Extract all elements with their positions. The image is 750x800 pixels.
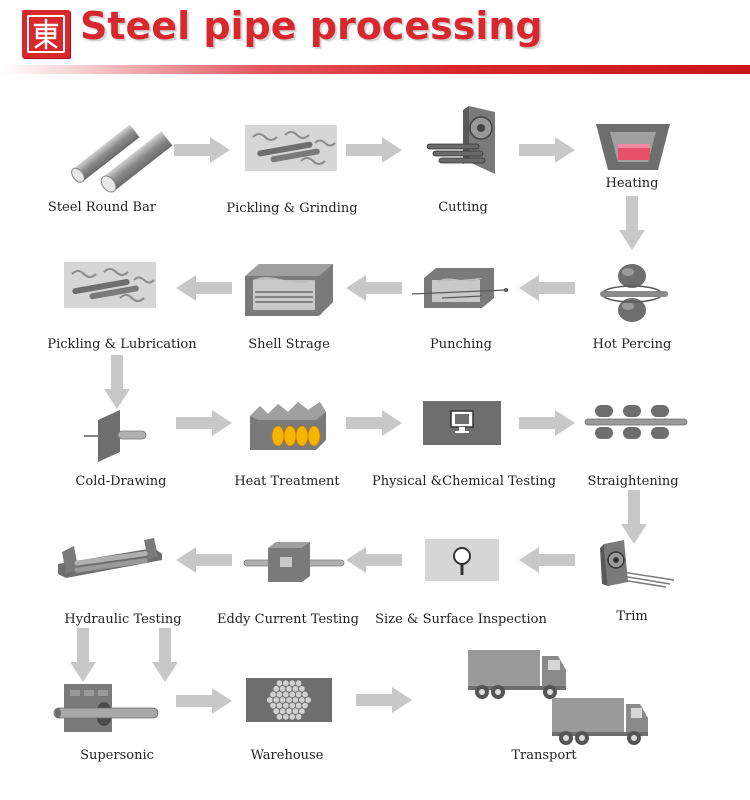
header: Steel pipe processing: [0, 0, 750, 80]
label-physical-chemical-testing: Physical &Chemical Testing: [372, 474, 557, 489]
arrow-left-icon: [519, 547, 575, 573]
arrow-left-icon: [176, 547, 232, 573]
arrow-right-icon: [519, 410, 575, 436]
ultrasonic-tester-icon: [53, 684, 159, 732]
heat-treatment-icon: [250, 402, 326, 450]
label-supersonic: Supersonic: [80, 748, 154, 763]
label-heating: Heating: [605, 176, 659, 191]
label-heat-treatment: Heat Treatment: [234, 474, 340, 489]
label-straightening: Straightening: [587, 474, 679, 489]
arrow-right-icon: [346, 410, 402, 436]
label-hot-percing: Hot Percing: [592, 337, 672, 352]
header-underline-bar: [0, 65, 750, 74]
page-title: Steel pipe processing: [80, 4, 543, 48]
arrow-down-icon: [104, 355, 130, 409]
label-punching: Punching: [430, 337, 492, 352]
label-cutting: Cutting: [438, 200, 488, 215]
straightening-rollers-icon: [584, 405, 688, 439]
arrow-down-icon: [619, 196, 645, 250]
label-trim: Trim: [616, 609, 648, 624]
arrow-right-icon: [176, 410, 232, 436]
piercing-mill-icon: [600, 264, 668, 322]
hydraulic-tester-icon: [58, 538, 162, 578]
label-cold-drawing: Cold-Drawing: [75, 474, 167, 489]
truck-icon: [468, 650, 648, 745]
trim-saw-icon: [600, 540, 675, 588]
label-warehouse: Warehouse: [250, 748, 324, 763]
punching-icon: [411, 268, 508, 308]
arrow-left-icon: [176, 275, 232, 301]
monitor-icon: [423, 401, 501, 445]
pipe-bundle-icon: [246, 678, 332, 722]
arrow-left-icon: [519, 275, 575, 301]
label-hydraulic-testing: Hydraulic Testing: [64, 612, 182, 627]
pickling-bath-icon: [245, 125, 337, 171]
furnace-icon: [596, 124, 670, 170]
eddy-current-icon: [243, 542, 345, 582]
arrow-down-icon: [152, 628, 178, 682]
arrow-down-icon: [70, 628, 96, 682]
label-pickling-lubrication: Pickling & Lubrication: [47, 337, 197, 352]
label-eddy-current-testing: Eddy Current Testing: [217, 612, 359, 627]
round-bar-icon: [71, 124, 173, 193]
cold-drawing-icon: [84, 410, 147, 462]
arrow-right-icon: [356, 687, 412, 713]
arrow-left-icon: [346, 547, 402, 573]
label-transport: Transport: [511, 748, 577, 763]
lubrication-bath-icon: [64, 262, 156, 308]
arrow-right-icon: [174, 137, 230, 163]
arrow-right-icon: [519, 137, 575, 163]
arrow-left-icon: [346, 275, 402, 301]
arrow-right-icon: [176, 688, 232, 714]
saw-cutting-icon: [426, 106, 495, 174]
label-pickling-grinding: Pickling & Grinding: [226, 201, 358, 216]
label-size-surface-inspection: Size & Surface Inspection: [375, 612, 547, 627]
shell-storage-icon: [245, 264, 333, 316]
label-steel-round-bar: Steel Round Bar: [47, 200, 157, 215]
logo-seal-icon: [22, 10, 70, 58]
magnifier-icon: [425, 539, 499, 581]
label-shell-strage: Shell Strage: [248, 337, 330, 352]
arrow-down-icon: [621, 490, 647, 544]
arrow-right-icon: [346, 137, 402, 163]
